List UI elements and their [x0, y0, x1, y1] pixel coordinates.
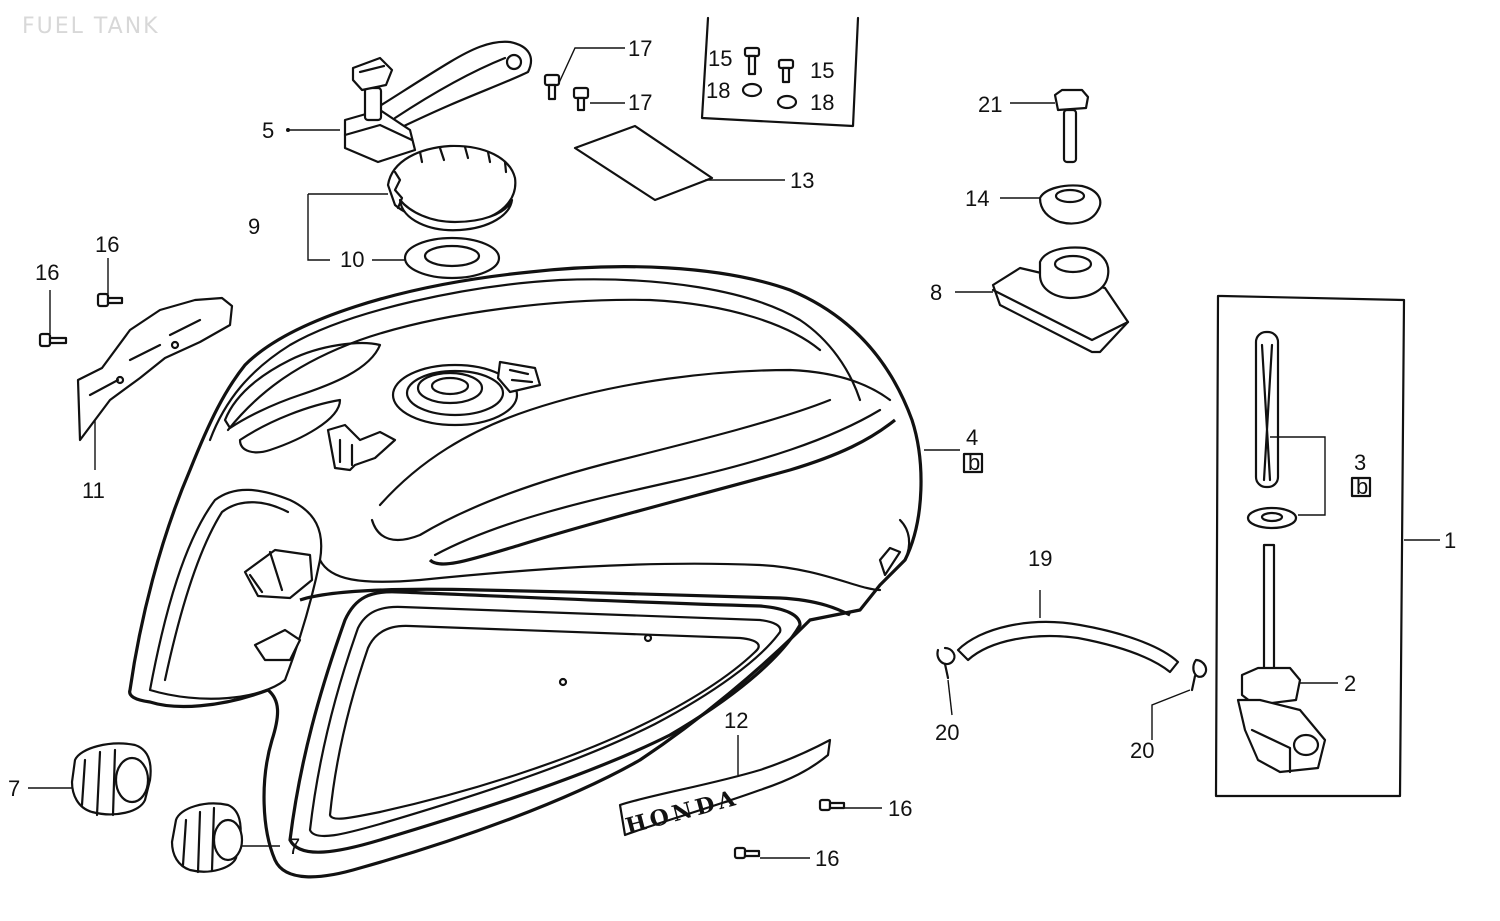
part-9-filler-cap [386, 144, 517, 232]
part-20-hose-clips [936, 646, 1208, 692]
label-9: 9 [248, 214, 260, 239]
label-17b: 17 [628, 90, 652, 115]
detail-box-15-18 [700, 16, 860, 128]
label-18b: 18 [810, 90, 834, 115]
part-11-bracket [76, 296, 234, 442]
label-4: 4 [966, 425, 978, 450]
label-13: 13 [790, 168, 814, 193]
label-2: 2 [1344, 671, 1356, 696]
part-7-rubber-cushions [70, 742, 244, 874]
label-15a: 15 [708, 46, 732, 71]
part-12-emblem: HONDA [618, 738, 832, 840]
diagram-title: FUEL TANK [22, 14, 160, 39]
label-7a: 7 [8, 776, 20, 801]
label-8: 8 [930, 280, 942, 305]
label-16d: 16 [815, 846, 839, 871]
part-10-cap-gasket [403, 236, 501, 280]
label-16a: 16 [95, 232, 119, 257]
part-14-collar [1038, 184, 1102, 225]
label-14: 14 [965, 186, 989, 211]
label-17a: 17 [628, 36, 652, 61]
part-19-fuel-hose [956, 620, 1180, 674]
label-5: 5 [262, 118, 274, 143]
part-8-rear-mount [991, 246, 1130, 354]
part-13-caution-label [573, 124, 714, 202]
part-17-screws [543, 73, 590, 112]
label-16b: 16 [35, 260, 59, 285]
fuel-tank [128, 265, 923, 879]
label-11: 11 [82, 478, 105, 503]
label-19: 19 [1028, 546, 1052, 571]
badge-4: b [968, 450, 980, 475]
badge-4-box [962, 452, 984, 474]
label-18a: 18 [706, 78, 730, 103]
label-16c: 16 [888, 796, 912, 821]
label-7b: 7 [288, 834, 300, 859]
label-12: 12 [724, 708, 748, 733]
leader-lines [28, 47, 1440, 859]
label-1: 1 [1444, 528, 1456, 553]
badge-3-box [1350, 476, 1372, 498]
label-21: 21 [978, 92, 1002, 117]
label-3: 3 [1354, 450, 1366, 475]
part-16-screws [38, 292, 846, 860]
label-20b: 20 [1130, 738, 1154, 763]
part-5-cap-lock-hinge [343, 40, 533, 164]
part-21-bolt [1053, 88, 1090, 164]
badge-3: b [1356, 474, 1368, 499]
label-20a: 20 [935, 720, 959, 745]
label-10: 10 [340, 247, 364, 272]
part-1-fuel-cock-assembly [1214, 294, 1406, 798]
label-15b: 15 [810, 58, 834, 83]
part-number-labels: 5 17 17 15 18 15 18 13 9 10 21 14 8 4 b … [8, 36, 1456, 871]
